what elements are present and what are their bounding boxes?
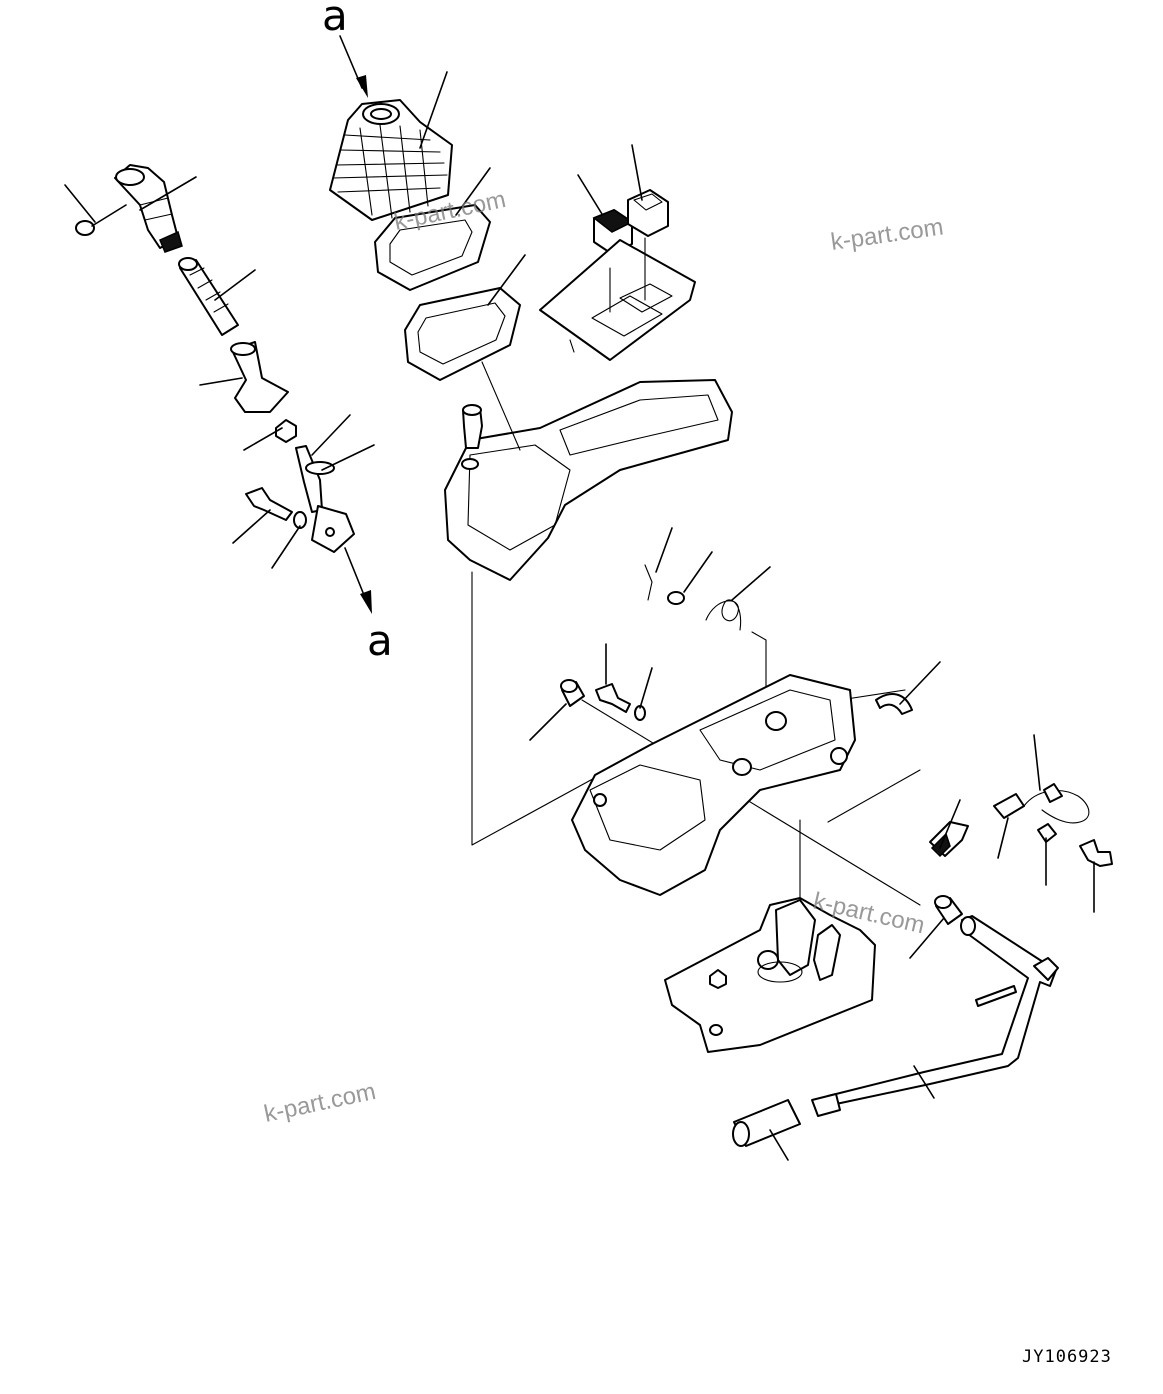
cover-washer [461,458,479,470]
rubber-boot [329,99,453,221]
bushing-right [934,895,963,925]
lever-holder [230,341,289,413]
lever-bracket-frame [571,674,856,896]
grip-sleeve [178,257,239,336]
reference-label-top: a [322,0,348,40]
lever-grip-knob [114,164,183,253]
console-cover [444,379,733,581]
screw-right [1079,839,1113,867]
reference-label-bottom: a [367,616,393,665]
spring-washer [667,591,685,605]
switch-panel [539,239,696,361]
boot-seal-plate [404,287,521,381]
watermark-2: k-part.com [829,213,945,256]
spring-pin [975,985,1017,1007]
retaining-pin [644,564,653,601]
lever-shaft [295,445,355,553]
reference-lines [471,237,921,906]
rod-grip [732,1099,801,1147]
reference-arrow-top [339,35,368,98]
bushing-left [560,679,585,707]
base-plate [664,897,876,1053]
drawing-number: JY106923 [1022,1347,1112,1367]
switch-right [627,189,669,237]
boot-frame [374,204,491,291]
clip [1037,823,1057,843]
harness-connector [993,783,1090,824]
return-spring [705,599,742,631]
cover-bolt [462,404,483,449]
pivot-bolt [595,683,631,713]
watermark-4: k-part.com [262,1078,378,1128]
cushion-pad [875,693,913,715]
reference-arrow-bottom [344,547,372,614]
callout-leaders [64,71,1095,1161]
bolt [245,487,293,521]
grip-screw [75,204,127,236]
shift-lever-rod [811,915,1059,1117]
nut [275,419,297,443]
washer [293,511,307,529]
